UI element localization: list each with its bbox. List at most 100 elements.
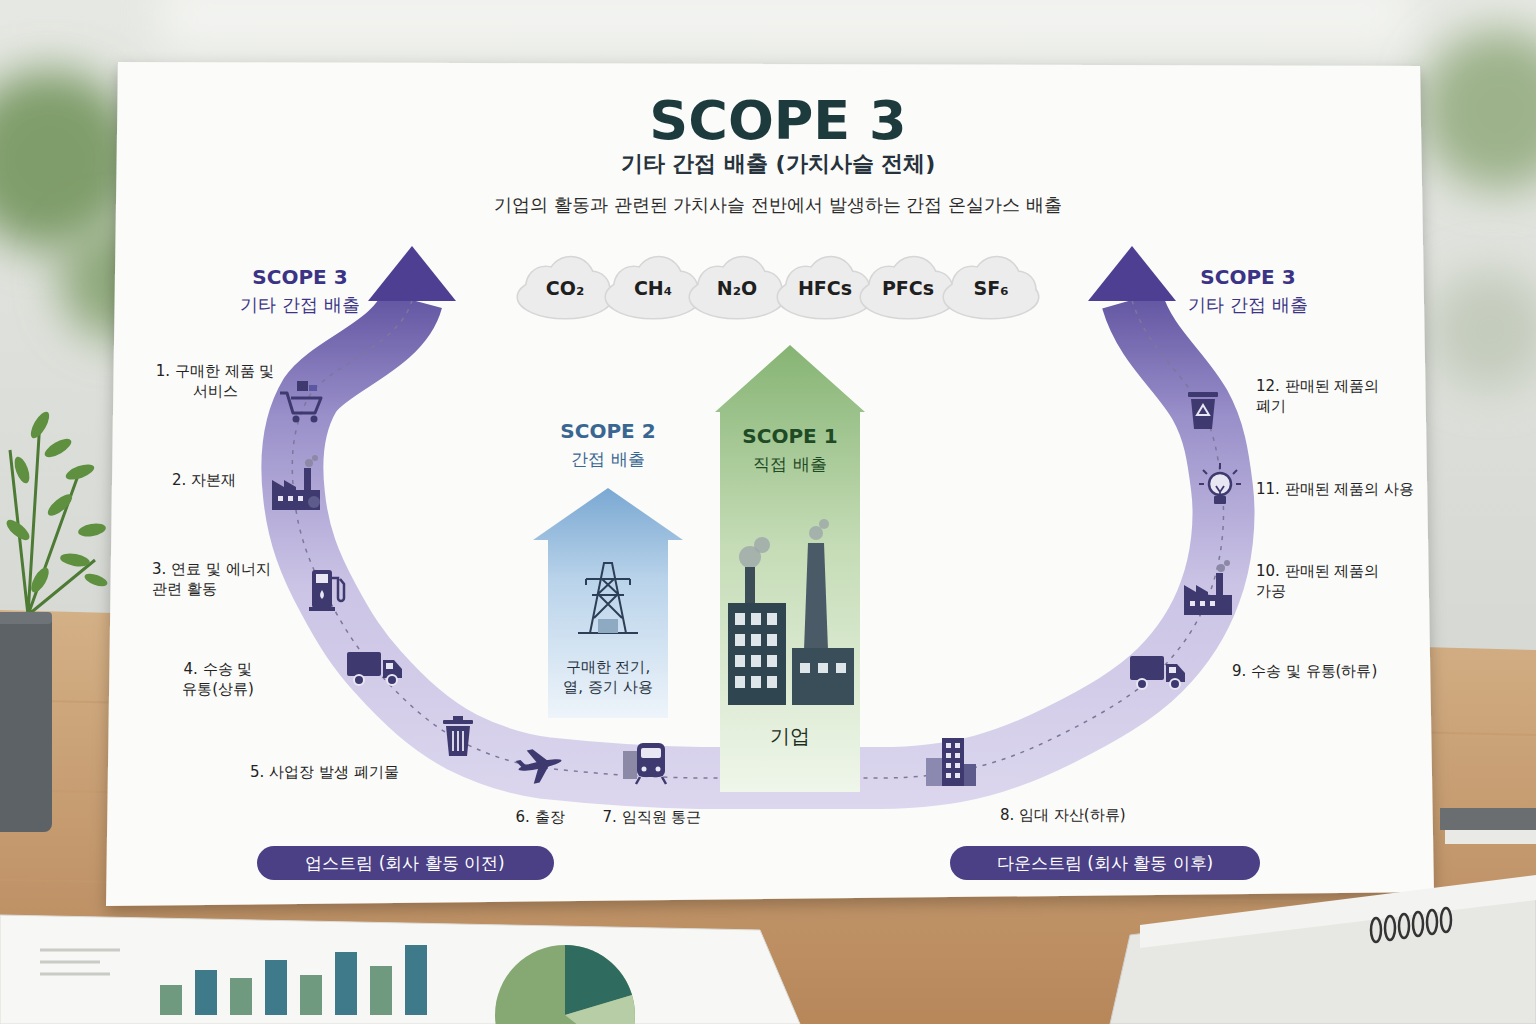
gas-cloud: N₂O <box>689 256 785 320</box>
window <box>751 655 761 667</box>
notebook <box>1110 808 1536 1024</box>
desk-papers <box>370 966 392 1015</box>
factory-icon <box>312 455 318 461</box>
fuel-pump-icon <box>332 578 344 601</box>
factory-icon <box>1184 595 1232 615</box>
fuel-pump-icon <box>309 607 335 611</box>
recycle-bin-icon <box>1188 392 1218 397</box>
cart-icon <box>280 381 321 423</box>
notebook <box>1441 908 1451 932</box>
plant-leaves <box>27 409 52 441</box>
truck-icon <box>1170 679 1180 689</box>
plant-leaves <box>77 522 107 539</box>
trash-icon <box>443 716 473 756</box>
bulb-icon <box>1199 463 1241 484</box>
plant-leaves <box>45 491 76 519</box>
plant-leaves <box>64 461 96 483</box>
chimney <box>804 543 828 650</box>
category-label: 8. 임대 자산(하류) <box>1000 806 1126 826</box>
diagram-title: SCOPE 3 <box>649 86 906 156</box>
category-label: 4. 수송 및 유통(상류) <box>172 660 264 699</box>
cart-icon <box>311 416 318 423</box>
desk-papers <box>40 950 120 974</box>
stream-label: 업스트림 (회사 활동 이전) <box>305 852 504 874</box>
building-icon <box>946 773 951 778</box>
plant <box>0 612 52 832</box>
gas-cloud: CH₄ <box>605 256 701 320</box>
scope-title: SCOPE 2 <box>560 418 655 444</box>
fuel-pump-icon <box>309 570 344 611</box>
trash-icon <box>443 720 473 724</box>
desk-papers <box>0 915 800 1024</box>
office-background <box>160 0 1410 50</box>
notebook <box>1413 912 1423 936</box>
desk-papers <box>335 952 357 1015</box>
desk-papers <box>565 995 635 1024</box>
desk-papers <box>160 985 182 1015</box>
plant-leaves <box>3 409 109 615</box>
window <box>735 613 745 625</box>
trash-icon <box>453 731 463 751</box>
description: 기업의 활동과 관련된 가치사슬 전반에서 발생하는 간접 온실가스 배출 <box>494 193 1062 216</box>
recycle-bin-icon <box>1188 392 1218 429</box>
truck-icon <box>386 663 393 669</box>
building-icon <box>942 738 964 786</box>
notebook <box>1371 918 1381 942</box>
bulb-icon <box>1214 496 1226 504</box>
factory-illustration <box>728 519 854 705</box>
building-icon <box>955 753 960 758</box>
office-background <box>1420 30 1536 190</box>
factory-icon <box>1200 601 1205 606</box>
plant-leaves <box>42 435 74 460</box>
window <box>751 634 761 646</box>
factory-icon <box>298 496 303 501</box>
window <box>767 655 777 667</box>
desk-papers <box>265 960 287 1015</box>
cart-icon <box>280 393 321 413</box>
chimney <box>745 567 755 607</box>
building-icon <box>955 763 960 768</box>
scope-body: 구매한 전기, 열, 증기 사용 <box>554 658 662 697</box>
truck-icon <box>387 675 397 685</box>
trash-icon <box>453 716 463 720</box>
factory-icon <box>1184 585 1208 595</box>
factory-icon <box>288 496 293 501</box>
truck-icon <box>1130 656 1185 689</box>
factory-icon <box>305 459 313 467</box>
desk-papers <box>0 915 800 1024</box>
scope-sublabel: 기타 간접 배출 <box>240 293 359 316</box>
gas-name: SF₆ <box>974 276 1009 301</box>
scope-title: SCOPE 1 <box>742 423 837 449</box>
factory-icon <box>1184 560 1232 615</box>
building-icon <box>926 738 976 786</box>
notebook <box>1440 808 1536 830</box>
pill-shape <box>950 846 1260 880</box>
gas-cloud: CO₂ <box>517 256 613 320</box>
building-icon <box>955 743 960 748</box>
building-icon <box>946 743 951 748</box>
factory-icon <box>308 496 320 508</box>
gas-name: HFCs <box>798 276 852 301</box>
window <box>735 676 745 688</box>
factory-building <box>728 603 786 705</box>
gas-name: CH₄ <box>634 276 672 301</box>
desk-papers <box>230 978 252 1015</box>
train-icon <box>656 767 661 772</box>
stream-pill: 업스트림 (회사 활동 이전) <box>257 846 554 880</box>
window <box>836 663 846 673</box>
truck-icon <box>354 675 364 685</box>
scope-subtitle: 직접 배출 <box>753 453 826 475</box>
gas-name: PFCs <box>882 276 934 301</box>
cart-icon <box>309 385 317 391</box>
window <box>735 655 745 667</box>
factory-icon <box>1190 601 1195 606</box>
recycle-bin-icon <box>1191 399 1215 429</box>
card <box>106 62 1434 906</box>
notebook <box>1399 914 1409 938</box>
scope1-arrow: SCOPE 1직접 배출기업 <box>715 345 865 792</box>
building-icon <box>955 773 960 778</box>
category-label: 6. 출장 <box>515 808 564 828</box>
factory-icon <box>304 468 311 490</box>
